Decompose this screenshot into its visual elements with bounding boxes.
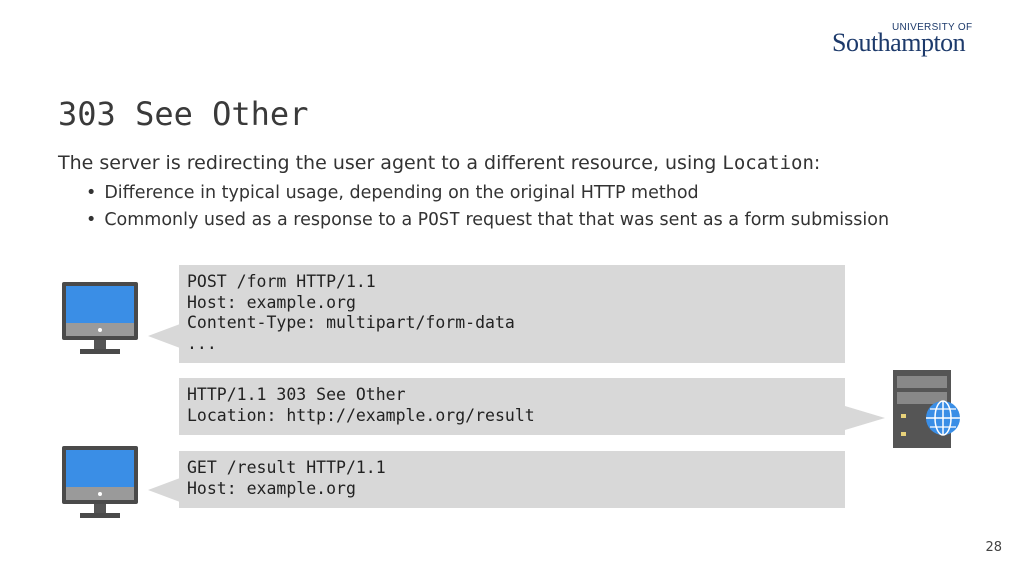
intro-prefix: The server is redirecting the user agent… [58,152,723,174]
bubble-tail [148,478,180,502]
intro-text: The server is redirecting the user agent… [58,152,820,174]
monitor-icon [62,282,138,354]
web-server-icon [893,370,960,448]
intro-code: Location [722,152,814,174]
bullet-text: Difference in typical usage, depending o… [104,183,699,203]
request-message-bubble: POST /form HTTP/1.1 Host: example.org Co… [179,265,845,363]
bullet-prefix: Commonly used as a response to a [104,210,418,230]
bubble-tail [148,324,180,348]
logo-top-text: UNIVERSITY OF [892,22,973,33]
monitor-icon [62,446,138,518]
page-number: 28 [985,540,1002,555]
bullet-suffix: request that that was sent as a form sub… [459,210,890,230]
bubble-tail [845,406,885,430]
bullet-item: Difference in typical usage, depending o… [86,183,889,203]
bullet-item: Commonly used as a response to a POST re… [86,210,889,230]
logo-main-text: Southampton [832,28,966,57]
bullet-code: POST [417,210,460,230]
request-message-bubble: GET /result HTTP/1.1 Host: example.org [179,451,845,508]
slide-title: 303 See Other [58,95,309,133]
intro-suffix: : [813,152,821,174]
response-message-bubble: HTTP/1.1 303 See Other Location: http://… [179,378,845,435]
bullet-list: Difference in typical usage, depending o… [86,183,889,237]
